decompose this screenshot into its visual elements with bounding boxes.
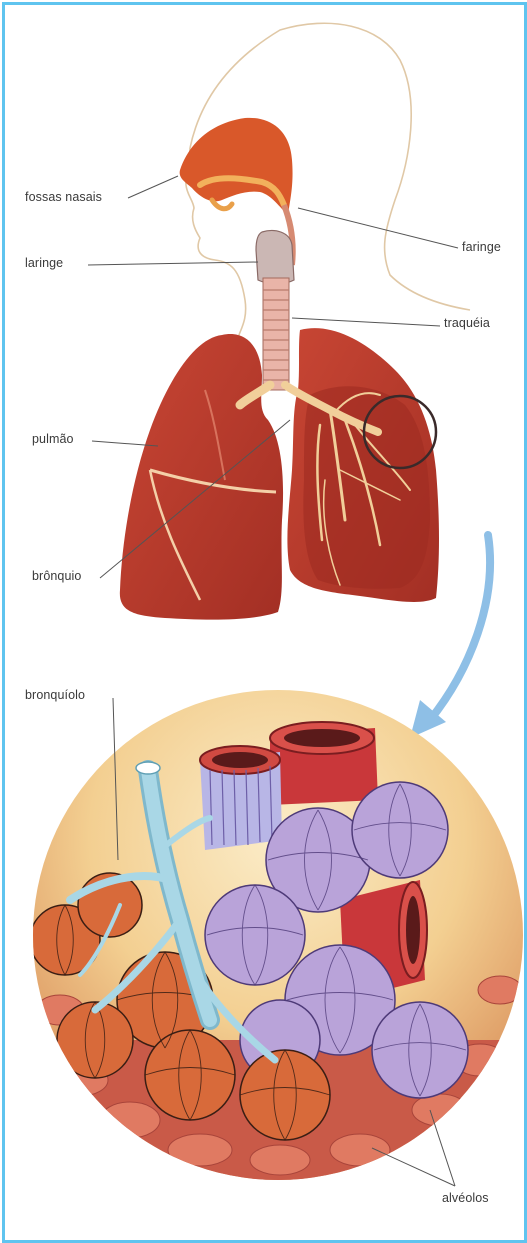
label-pulmao: pulmão <box>32 432 74 446</box>
nasal-cavity <box>180 118 293 215</box>
label-traqueia: traquéia <box>444 316 490 330</box>
label-alveolos: alvéolos <box>442 1191 489 1205</box>
zoom-arrow <box>430 535 490 720</box>
label-faringe: faringe <box>462 240 501 254</box>
label-bronquiolo: bronquíolo <box>25 688 85 702</box>
left-lung <box>120 334 283 620</box>
label-laringe: laringe <box>25 256 63 270</box>
label-bronquio: brônquio <box>32 569 81 583</box>
label-fossas-nasais: fossas nasais <box>25 190 102 204</box>
trachea <box>263 278 289 390</box>
alveoli-magnified-disc <box>30 690 527 1200</box>
larynx <box>256 231 294 284</box>
